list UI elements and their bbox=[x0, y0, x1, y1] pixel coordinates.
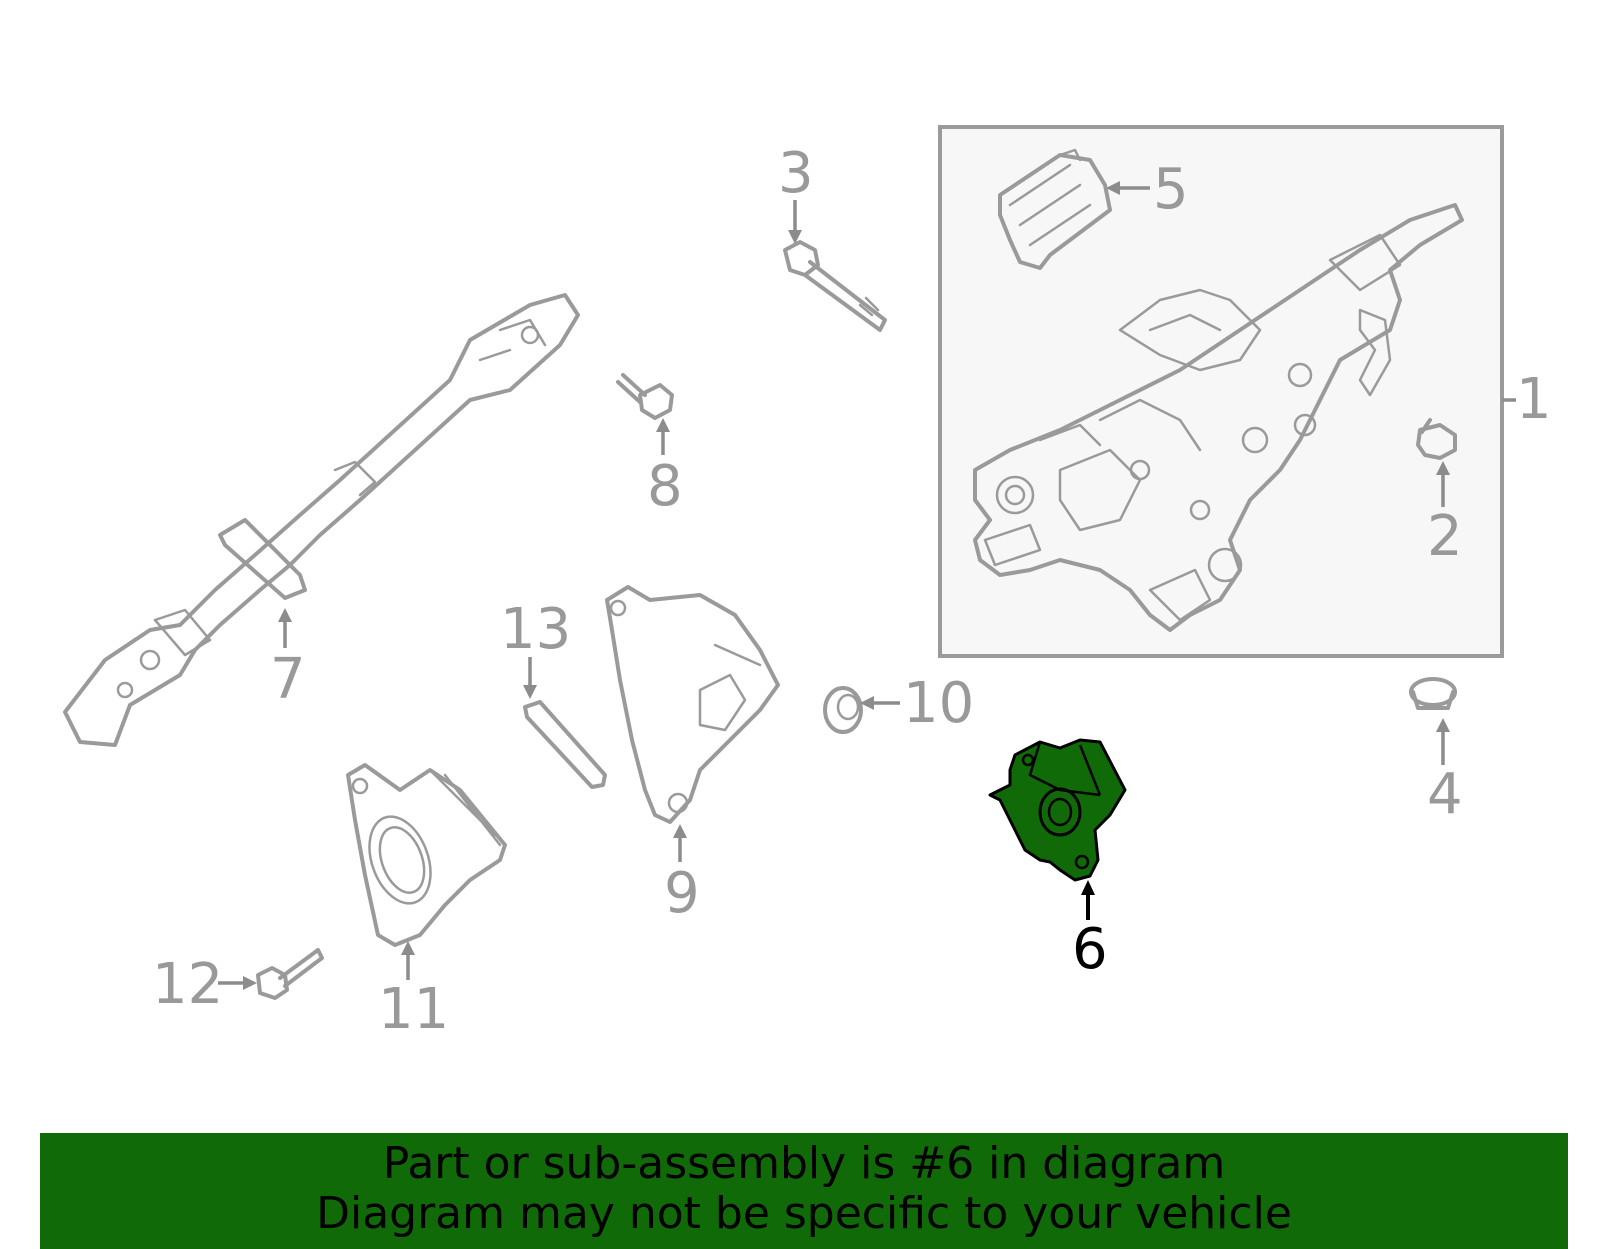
callout-7-label: 7 bbox=[270, 647, 306, 712]
part-1-steering-column[interactable] bbox=[938, 125, 1504, 658]
callout-13: 13 bbox=[500, 597, 571, 699]
banner-line-2: Diagram may not be specific to your vehi… bbox=[316, 1188, 1292, 1239]
callout-5-label: 5 bbox=[1153, 157, 1189, 222]
callout-10: 10 bbox=[860, 671, 974, 736]
part-5-module[interactable] bbox=[998, 148, 1112, 270]
part-10-nut[interactable] bbox=[823, 686, 863, 734]
part-8-bolt[interactable] bbox=[616, 373, 674, 420]
callout-11-label: 11 bbox=[378, 977, 449, 1042]
part-6-highlighted[interactable] bbox=[988, 738, 1127, 882]
callout-3-label: 3 bbox=[778, 141, 814, 206]
callout-8-label: 8 bbox=[647, 454, 683, 519]
callout-9: 9 bbox=[664, 824, 700, 926]
callout-2-label: 2 bbox=[1427, 504, 1463, 569]
part-4-nut[interactable] bbox=[1409, 677, 1457, 710]
callout-10-label: 10 bbox=[903, 671, 974, 736]
callout-7: 7 bbox=[270, 608, 306, 712]
callout-5: 5 bbox=[1106, 157, 1189, 222]
callout-4-label: 4 bbox=[1427, 762, 1463, 827]
callout-6: 6 bbox=[1072, 880, 1108, 982]
callout-12-label: 12 bbox=[152, 952, 223, 1017]
part-11-boot[interactable] bbox=[346, 763, 507, 947]
callout-1-label: 1 bbox=[1516, 367, 1552, 432]
part-13-seal[interactable] bbox=[523, 700, 607, 789]
callout-13-label: 13 bbox=[500, 597, 571, 662]
callout-1: 1 bbox=[1502, 367, 1552, 432]
callout-8: 8 bbox=[647, 418, 683, 519]
callout-3: 3 bbox=[778, 141, 814, 244]
info-banner: Part or sub-assembly is #6 in diagram Di… bbox=[40, 1133, 1568, 1249]
banner-line-1: Part or sub-assembly is #6 in diagram bbox=[382, 1138, 1226, 1189]
callout-6-label: 6 bbox=[1072, 917, 1108, 982]
callout-12: 12 bbox=[152, 952, 257, 1017]
callout-2: 2 bbox=[1427, 461, 1463, 569]
callout-4: 4 bbox=[1427, 718, 1463, 827]
callout-9-label: 9 bbox=[664, 861, 700, 926]
part-2-bolt[interactable] bbox=[1416, 418, 1457, 460]
part-3-bolt[interactable] bbox=[783, 240, 887, 332]
part-7-shaft[interactable] bbox=[63, 293, 580, 747]
callout-11: 11 bbox=[378, 941, 449, 1042]
part-9-cover[interactable] bbox=[605, 585, 780, 824]
part-12-bolt[interactable] bbox=[256, 948, 324, 1000]
